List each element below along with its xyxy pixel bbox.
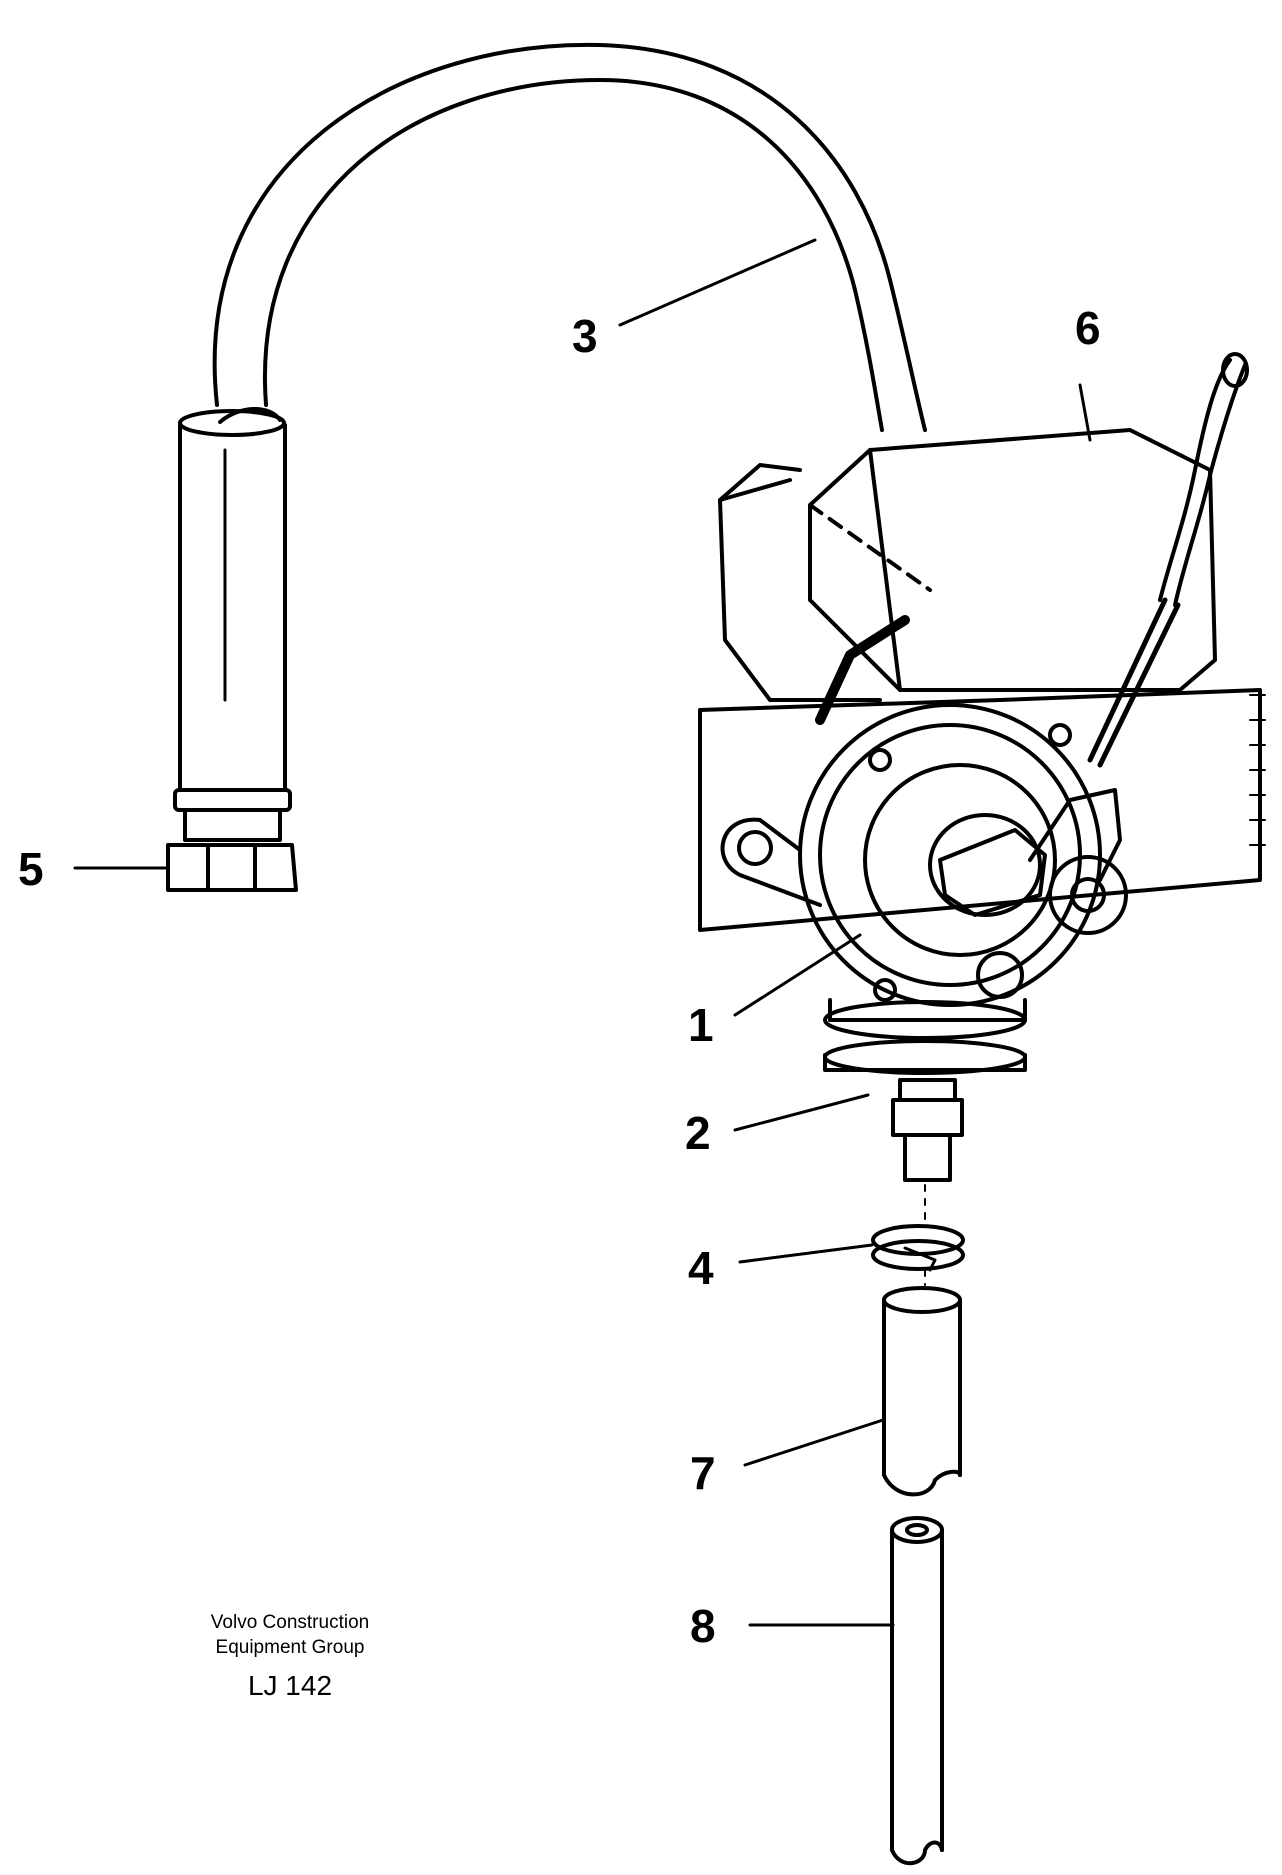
callout-6: 6 bbox=[1075, 302, 1101, 354]
callout-5: 5 bbox=[18, 843, 44, 895]
pump-handle bbox=[1087, 352, 1249, 768]
pump-body bbox=[720, 703, 1128, 1017]
callout-3: 3 bbox=[572, 310, 598, 362]
tube-8 bbox=[748, 1516, 944, 1866]
company-name-line1: Volvo Construction bbox=[210, 1612, 370, 1633]
callout-7: 7 bbox=[690, 1447, 716, 1499]
callout-1: 1 bbox=[688, 999, 714, 1051]
callout-4: 4 bbox=[688, 1242, 714, 1294]
callout-8: 8 bbox=[690, 1600, 716, 1652]
callout-2: 2 bbox=[685, 1107, 711, 1159]
hose-arch bbox=[212, 42, 927, 432]
tube-7 bbox=[743, 1286, 962, 1497]
hose-clamp bbox=[738, 1184, 965, 1286]
outlet-fitting bbox=[733, 998, 1027, 1182]
drawing-code: LJ 142 bbox=[247, 1670, 333, 1701]
pump-cover bbox=[698, 383, 1266, 932]
company-name-line2: Equipment Group bbox=[215, 1637, 365, 1658]
left-tube bbox=[73, 407, 298, 892]
